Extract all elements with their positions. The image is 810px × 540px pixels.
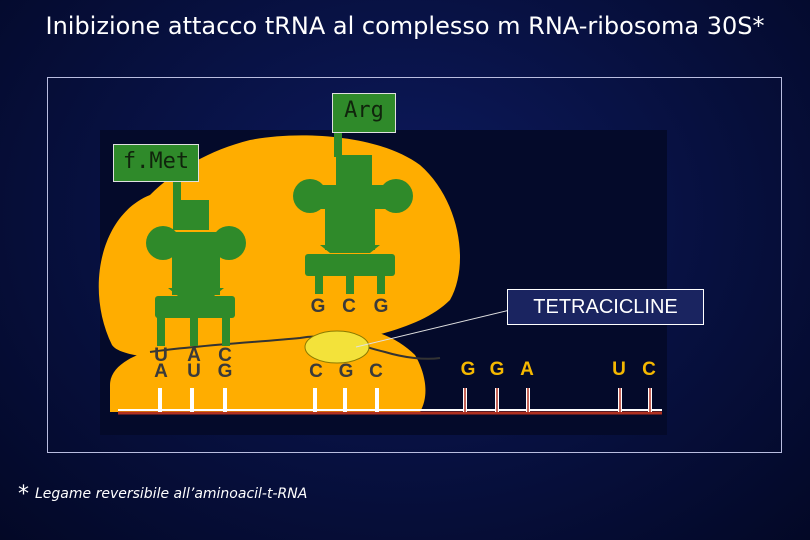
mrna-base: G [489,359,505,380]
trna-arg [293,132,413,294]
mrna-base: A [520,359,534,380]
trna-fmet [146,180,246,346]
footnote-text: Legame reversibile all’aminoacil-t-RNA [35,486,308,502]
codon-base: G [217,361,233,382]
anticodon-base: C [342,296,356,317]
codon-base: C [369,361,383,382]
page-title: Inibizione attacco tRNA al complesso m R… [45,12,765,40]
codon-base: C [309,361,323,382]
anticodon-base: G [373,296,389,317]
codon-base: A [154,361,168,382]
arg-label: Arg [332,93,396,133]
anticodon-base: U [154,345,168,366]
tetracycline-pointer [355,309,511,348]
mrna-base-ticks-outline [464,388,651,412]
anticodon-base: C [218,345,232,366]
anticodon-base: A [187,345,201,366]
anticodon-base: G [310,296,326,317]
codon-base: G [338,361,354,382]
tetracycline-label: TETRACICLINE [507,289,704,325]
codon-base: U [187,361,201,382]
footnote-star: * [18,482,29,507]
mrna-base: G [460,359,476,380]
diagram-frame [47,77,782,453]
footnote: * Legame reversibile all’aminoacil-t-RNA [18,482,307,507]
tetracycline-molecule [304,330,370,364]
mrna-base: C [642,359,656,380]
fmet-label: f.Met [113,144,199,182]
mrna-base: U [612,359,626,380]
